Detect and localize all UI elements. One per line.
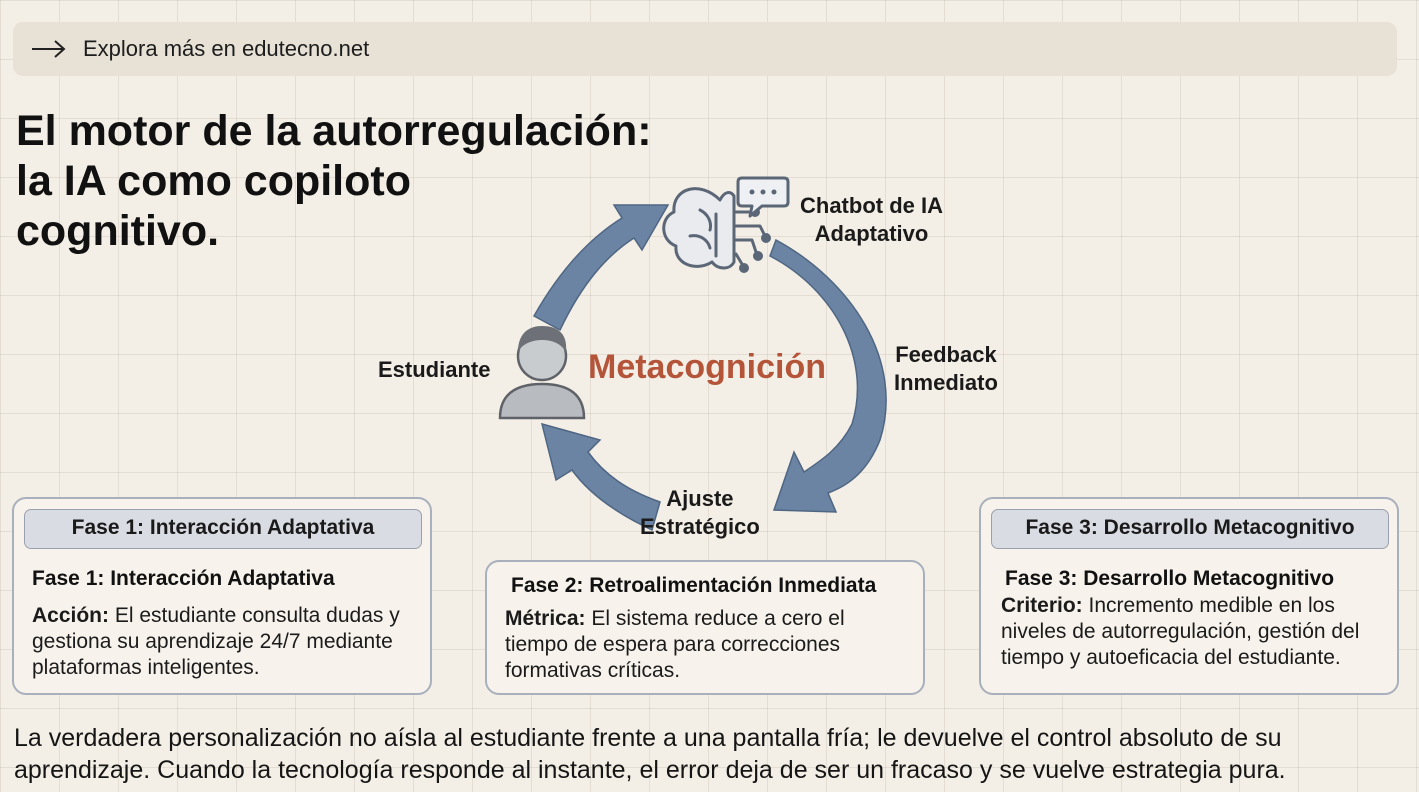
phase-2-card: Fase 2: Retroalimentación Inmediata Métr…	[485, 560, 925, 695]
phase-2-body: Métrica: El sistema reduce a cero el tie…	[505, 606, 915, 684]
cycle-arrow-ajuste-to-student	[540, 422, 661, 532]
phase-2-line-2: tiempo de espera para correcciones	[505, 633, 841, 656]
phase-3-body: Criterio: Incremento medible en los nive…	[1001, 593, 1397, 671]
metacognition-center-label: Metacognición	[588, 348, 827, 386]
feedback-label-line-1: Feedback	[895, 342, 997, 367]
phase-2-line-3: formativas críticas.	[505, 659, 681, 682]
phase-1-term: Acción:	[32, 604, 110, 627]
phase-3-term: Criterio:	[1001, 594, 1083, 617]
title-line-1: El motor de la autorregulación:	[16, 107, 652, 155]
phase-2-line-1: El sistema reduce a cero el	[591, 607, 845, 630]
chatbot-label-line-2: Adaptativo	[814, 221, 929, 246]
phase-3-tab: Fase 3: Desarrollo Metacognitivo	[991, 509, 1389, 549]
chatbot-label: Chatbot de IA Adaptativo	[800, 192, 943, 248]
feedback-label: Feedback Inmediato	[894, 341, 998, 397]
phase-3-heading: Fase 3: Desarrollo Metacognitivo	[1005, 567, 1335, 590]
phase-1-line-2: gestiona su aprendizaje 24/7 mediante	[32, 630, 393, 653]
brain-circuit-icon	[662, 187, 771, 273]
ajuste-label-line-2: Estratégico	[640, 514, 760, 539]
phase-1-line-3: plataformas inteligentes.	[32, 656, 260, 679]
chat-bubble-icon	[736, 176, 790, 218]
phase-2-heading: Fase 2: Retroalimentación Inmediata	[511, 574, 877, 597]
chatbot-label-line-1: Chatbot de IA	[800, 193, 943, 218]
ajuste-label: Ajuste Estratégico	[640, 485, 760, 541]
arrow-right-icon	[32, 40, 66, 58]
page-title: El motor de la autorregulación: la IA co…	[16, 106, 652, 256]
title-line-3: cognitivo.	[16, 207, 220, 255]
phase-3-card: Fase 3: Desarrollo Metacognitivo Fase 3:…	[979, 497, 1399, 695]
explore-link-text[interactable]: Explora más en edutecno.net	[83, 36, 370, 61]
estudiante-label-text: Estudiante	[378, 357, 491, 382]
phase-3-line-2: niveles de autorregulación, gestión del	[1001, 620, 1360, 643]
phase-1-line-1: El estudiante consulta dudas y	[114, 604, 400, 627]
explore-link-bar[interactable]: Explora más en edutecno.net	[13, 22, 1397, 76]
phase-1-tab: Fase 1: Interacción Adaptativa	[24, 509, 422, 549]
phase-1-card: Fase 1: Interacción Adaptativa Fase 1: I…	[12, 497, 432, 695]
phase-3-line-1: Incremento medible en los	[1088, 594, 1335, 617]
footer-line-1: La verdadera personalización no aísla al…	[14, 724, 1282, 752]
title-line-2: la IA como copiloto	[16, 157, 411, 205]
ajuste-label-line-1: Ajuste	[666, 486, 734, 511]
cycle-arrow-student-to-chatbot	[532, 204, 670, 332]
phase-3-line-3: tiempo y autoeficacia del estudiante.	[1001, 646, 1341, 669]
phase-1-heading: Fase 1: Interacción Adaptativa	[32, 567, 335, 590]
phase-1-body: Acción: El estudiante consulta dudas y g…	[32, 603, 432, 681]
footer-line-2: aprendizaje. Cuando la tecnología respon…	[14, 756, 1286, 784]
feedback-label-line-2: Inmediato	[894, 370, 998, 395]
phase-2-term: Métrica:	[505, 607, 586, 630]
estudiante-label: Estudiante	[378, 356, 490, 384]
footer-statement: La verdadera personalización no aísla al…	[14, 722, 1414, 786]
cycle-arrow-chatbot-to-ajuste	[769, 238, 887, 513]
student-avatar-icon	[498, 326, 586, 420]
